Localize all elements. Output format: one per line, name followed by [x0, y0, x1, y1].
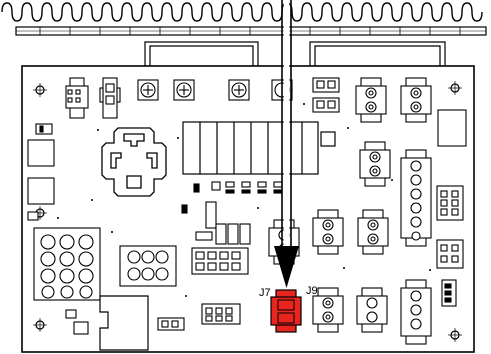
connector-3-pin-edge — [441, 279, 457, 307]
connector-mid-2 — [312, 209, 344, 255]
power-connector-12-pin — [33, 227, 101, 301]
top-small-connector — [99, 77, 121, 119]
board-dots — [57, 103, 431, 297]
connector-grid-right-2 — [436, 239, 464, 269]
small-dip-connectors — [312, 77, 340, 113]
heatsink-fins — [1, 2, 483, 22]
circuit-board — [21, 65, 475, 353]
heatsink-rail — [15, 26, 487, 36]
connector-grid-right — [436, 185, 464, 221]
connector-bottom-2 — [356, 287, 388, 333]
connector-8-pin — [191, 247, 249, 275]
mounting-holes — [33, 81, 462, 342]
left-small-parts — [27, 123, 55, 221]
connector-top-2 — [400, 77, 432, 123]
arrowhead-icon — [274, 246, 299, 288]
small-bottom-parts — [65, 309, 185, 335]
connector-j7-highlighted — [270, 289, 302, 333]
connector-bottom-3 — [400, 279, 432, 345]
connector-6-pin — [400, 149, 432, 247]
connector-top-1 — [355, 77, 387, 123]
connector-6-circle — [119, 245, 177, 287]
j7-label: J7 — [259, 287, 271, 299]
right-edge-component — [437, 109, 467, 147]
relay-socket — [101, 127, 167, 197]
pointer-arrow — [274, 0, 299, 288]
connector-4-pin-bottom — [201, 303, 241, 325]
small-components — [181, 181, 283, 245]
top-header-connector — [65, 77, 89, 119]
relay-block — [182, 121, 336, 175]
bottom-left-module — [99, 295, 149, 351]
connector-j9 — [312, 287, 344, 333]
connector-mid-3 — [357, 209, 389, 255]
connector-mid-1 — [359, 141, 391, 187]
j9-label: J9 — [306, 285, 318, 297]
heatsink-brackets — [144, 41, 446, 66]
